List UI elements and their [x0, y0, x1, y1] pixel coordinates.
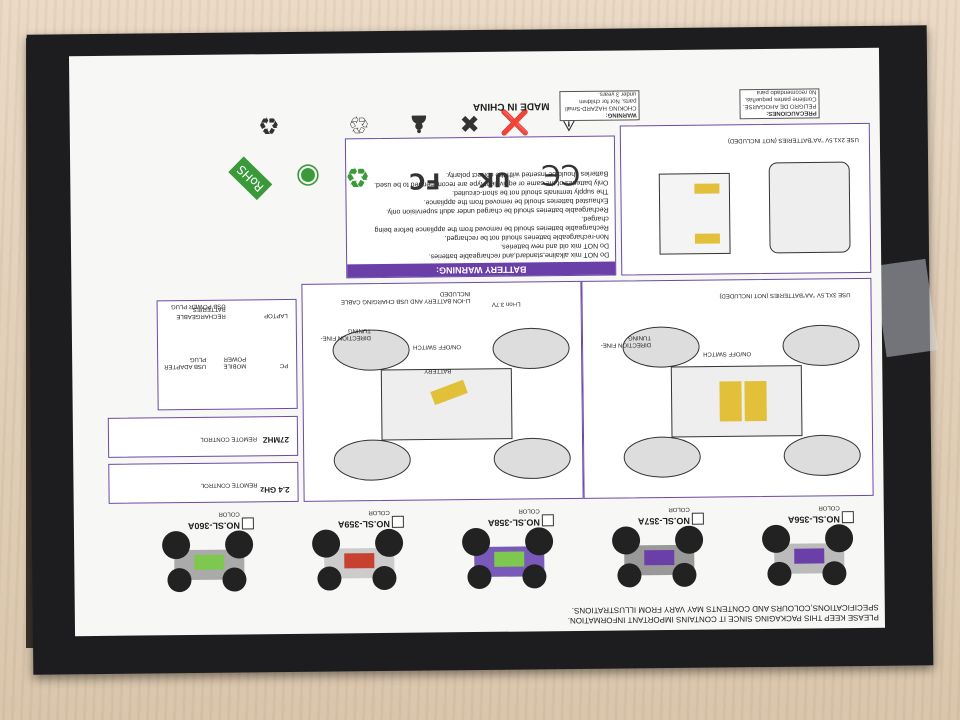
label-on-off-switch: ON/OFF SWITCH [703, 350, 752, 357]
checkbox-sl-360a [241, 517, 254, 530]
checkbox-sl-356a [841, 511, 854, 524]
car-photo-sl-357a [612, 525, 704, 588]
warning-text: CHOKING HAZARD-Small parts. Not for chil… [565, 90, 637, 112]
model-name: NO.SL-360A [187, 520, 240, 532]
ukca-mark-icon: UK [478, 167, 511, 192]
car-photo-sl-358a [462, 527, 554, 589]
upside-down-print: PLEASE KEEP THIS PACKAGING SINCE IT CONT… [69, 48, 885, 636]
label-battery: BATTERY [424, 367, 452, 374]
charging-diagram: LAPTOP RECHARGEABLE BATTERIES PC MOBILE … [156, 298, 298, 411]
model-name: NO.SL-357A [637, 515, 690, 527]
aa-batteries-note: USE 3X1.5V "AA"BATTERIES (NOT INCLUDED) [719, 291, 851, 299]
box-label-panel: PLEASE KEEP THIS PACKAGING SINCE IT CONT… [68, 47, 886, 637]
li-ion-note: LI-ION BATTERY AND USB CHARGING CABLE IN… [340, 290, 471, 305]
remote-label: REMOTE CONTROL [200, 435, 258, 442]
battery-warning-line: Rechargeable batteries should be removed… [374, 214, 609, 234]
battery-warning-title: BATTERY WARNING: [347, 261, 616, 278]
warning-title: WARNING: [605, 111, 637, 118]
charging-label: LAPTOP [264, 311, 288, 319]
color-label: COLOR [518, 507, 540, 514]
ce-mark-icon: CЄ [540, 157, 581, 192]
bin-crossed-icon-2: ✖ [459, 108, 480, 138]
car-photo-sl-356a [762, 524, 854, 586]
color-label: COLOR [668, 505, 690, 513]
checkbox-sl-359a [391, 515, 404, 528]
bin-crossed-icon: ❌ [499, 108, 530, 137]
precauciones-title: PRECAUCIONES: [766, 109, 817, 116]
model-name: NO.SL-359A [337, 518, 390, 530]
freq-label: 27MHZ [262, 434, 290, 445]
label-direction-fine-tuning: DIRECTION FINE-TUNING [320, 327, 371, 341]
checkbox-sl-358a [541, 514, 554, 527]
remote-option-2-4ghz: 2.4 GHz REMOTE CONTROL [108, 461, 299, 504]
charging-label: USB POWER PLUG [170, 302, 226, 310]
choking-warning-box: WARNING: CHOKING HAZARD-Small parts. Not… [559, 90, 640, 122]
model-name: NO.SL-358A [487, 517, 540, 528]
checkbox-sl-357a [691, 512, 704, 525]
fcc-mark-icon: FC [408, 167, 441, 193]
charging-label: MOBILE POWER [223, 355, 247, 369]
made-in-china: MADE IN CHINA [472, 100, 550, 113]
precauciones-box: PRECAUCIONES: PELIGRO DE AHOGARSE. Conti… [739, 88, 820, 120]
charging-label: PC [279, 361, 289, 369]
precauciones-text: PELIGRO DE AHOGARSE. Contiene partes peq… [742, 88, 817, 110]
car-diagram-li-ion: BATTERY ON/OFF SWITCH DIRECTION FINE-TUN… [301, 280, 584, 502]
remote-option-27mhz: 27MHZ REMOTE CONTROL [107, 415, 299, 458]
label-direction-fine-tuning: DIRECTION FINE-TUNING [600, 334, 652, 348]
freq-label: 2.4 GHz [260, 484, 290, 495]
charging-label: USB ADAPTER PLUG [164, 355, 207, 370]
remote-drawing [658, 161, 851, 255]
label-on-off-switch: ON/OFF SWITCH [413, 343, 462, 350]
green-dot-icon: ◉ [295, 160, 321, 194]
tidy-man-icon: ♻ [258, 111, 280, 140]
triman-icon: ♟ [408, 109, 430, 138]
pap-recycle-icon: ♲ [348, 110, 370, 139]
color-label: COLOR [368, 508, 390, 516]
chassis-diagram-b [332, 327, 571, 481]
color-label: COLOR [218, 510, 240, 517]
chassis-diagram-a [622, 324, 861, 478]
car-photo-sl-360a [162, 530, 254, 593]
model-row: NO.SL-356A COLOR NO.SL-357A COLOR NO.SL-… [75, 504, 885, 636]
car-diagram-aa-batteries: ON/OFF SWITCH DIRECTION FINE-TUNING USE … [581, 277, 874, 499]
rohs-icon: RoHS [228, 156, 273, 201]
color-label: COLOR [818, 504, 840, 511]
remote-label: REMOTE CONTROL [200, 481, 258, 488]
label-li-ion: Li-ion 3.7V [491, 300, 521, 307]
header-notice: PLEASE KEEP THIS PACKAGING SINCE IT CONT… [81, 602, 879, 630]
remote-batteries-note: USE 2X1.5V "AA"BATTERIES (NOT INCLUDED) [727, 135, 859, 144]
recycle-icon: ♻ [344, 160, 371, 194]
car-photo-sl-359a [312, 528, 404, 591]
remote-diagram: USE 2X1.5V "AA"BATTERIES (NOT INCLUDED) [619, 122, 872, 276]
model-name: NO.SL-356A [787, 514, 840, 525]
